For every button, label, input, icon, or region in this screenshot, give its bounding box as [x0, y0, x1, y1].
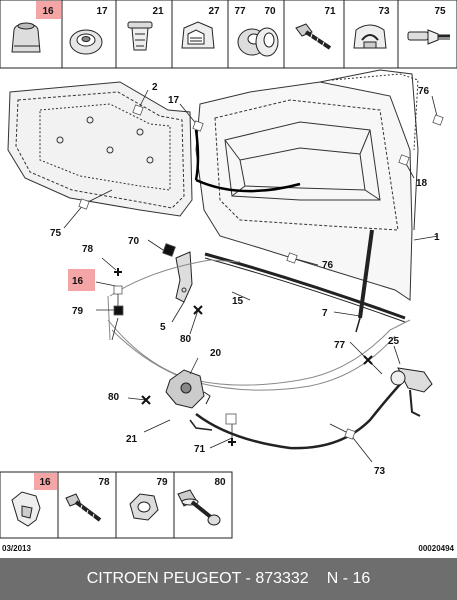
leader-lines — [63, 89, 439, 463]
part-cell-21[interactable]: 21 — [127, 6, 164, 51]
push-clip-icon — [407, 29, 450, 45]
callout-18: 18 — [416, 178, 428, 189]
round-seal-icon — [255, 27, 279, 57]
cross-markers — [114, 268, 373, 446]
callout-25: 25 — [388, 336, 400, 347]
hood-panel — [195, 69, 419, 301]
callout-7: 7 — [322, 308, 328, 319]
hood-hinge — [175, 251, 193, 303]
callout-16: 16 — [72, 276, 84, 287]
callout-76-seal: 76 — [322, 260, 334, 271]
bottom-part-number-16: 16 — [39, 477, 51, 488]
callout-15: 15 — [232, 296, 244, 307]
part-number-70: 70 — [264, 6, 276, 17]
bolt-icon — [65, 493, 102, 522]
part-cell-71[interactable]: 71 — [295, 6, 336, 50]
callout-21: 21 — [126, 434, 138, 445]
part-cell-16[interactable]: 16 — [11, 1, 61, 53]
grommet-icon — [69, 29, 103, 55]
hood-latch — [165, 369, 211, 409]
callout-5: 5 — [160, 322, 166, 333]
part-number-77: 77 — [234, 6, 246, 17]
part-cell-75[interactable]: 75 — [407, 6, 450, 45]
hood-seal-strip — [204, 252, 406, 320]
part-cell-17[interactable]: 17 — [69, 6, 108, 55]
part-number-75: 75 — [434, 6, 446, 17]
part-number-73: 73 — [378, 6, 390, 17]
callout-78: 78 — [82, 244, 94, 255]
part-cell-70[interactable]: 70 — [255, 6, 279, 57]
callout-80-latch: 80 — [108, 392, 120, 403]
callout-numbers: 1 2 5 7 15 16 17 18 20 21 25 70 71 73 75… — [50, 82, 440, 477]
diagram-reference-code: 00020494 — [418, 544, 454, 553]
bottom-part-number-78: 78 — [98, 477, 110, 488]
footer-bar: CITROEN PEUGEOT - 873332 N - 16 — [0, 558, 457, 600]
bottom-part-number-80: 80 — [214, 477, 226, 488]
footer-page-ref: N - 16 — [326, 570, 371, 587]
bottom-part-cell-78[interactable]: 78 — [65, 477, 110, 522]
plastic-rivet-clip-icon — [127, 21, 153, 51]
assembly-arrow — [195, 178, 301, 193]
rubber-bump-stop-icon — [11, 22, 41, 53]
part-cell-27[interactable]: 27 — [181, 6, 220, 49]
footer-title: CITROEN PEUGEOT - 873332 — [86, 570, 309, 587]
callout-20: 20 — [210, 348, 222, 359]
hex-nut-icon — [129, 493, 159, 521]
spring-clip-icon — [181, 21, 215, 49]
callout-73: 73 — [374, 466, 386, 477]
part-number-71: 71 — [324, 6, 336, 17]
callout-71: 71 — [194, 444, 206, 455]
callout-1: 1 — [434, 232, 440, 243]
diagram-date: 03/2013 — [2, 544, 31, 553]
part-number-21: 21 — [152, 6, 164, 17]
callout-2: 2 — [152, 82, 158, 93]
hood-insulation-pad — [7, 81, 193, 217]
flange-bolt-icon — [177, 489, 221, 526]
callout-77: 77 — [334, 340, 346, 351]
bottom-part-cell-80[interactable]: 80 — [177, 477, 226, 526]
cable-clip-icon — [353, 24, 387, 49]
bottom-parts-strip: 16 78 79 80 — [0, 471, 233, 539]
part-number-16: 16 — [42, 6, 54, 17]
cable-guide — [189, 419, 213, 431]
bottom-part-cell-16[interactable]: 16 — [11, 473, 57, 527]
hood-release-handle — [390, 367, 433, 417]
callout-17: 17 — [168, 95, 180, 106]
callout-80-hinge: 80 — [180, 334, 192, 345]
bottom-part-number-79: 79 — [156, 477, 168, 488]
screw-icon — [295, 23, 332, 50]
gas-strut — [355, 229, 374, 333]
callout-16-highlight — [68, 269, 95, 291]
part-cell-73[interactable]: 73 — [353, 6, 390, 49]
bump-stop-clip-icon — [11, 491, 41, 527]
callout-70: 70 — [128, 236, 140, 247]
bottom-part-cell-79[interactable]: 79 — [129, 477, 168, 521]
part-number-17: 17 — [96, 6, 108, 17]
hood-release-cable — [195, 379, 405, 450]
part-number-27: 27 — [208, 6, 220, 17]
top-parts-strip: 16 17 21 — [0, 0, 457, 69]
callout-75: 75 — [50, 228, 62, 239]
callout-79: 79 — [72, 306, 84, 317]
callout-76-top: 76 — [418, 86, 430, 97]
exploded-diagram — [7, 69, 433, 450]
fastener-markers — [78, 104, 444, 440]
